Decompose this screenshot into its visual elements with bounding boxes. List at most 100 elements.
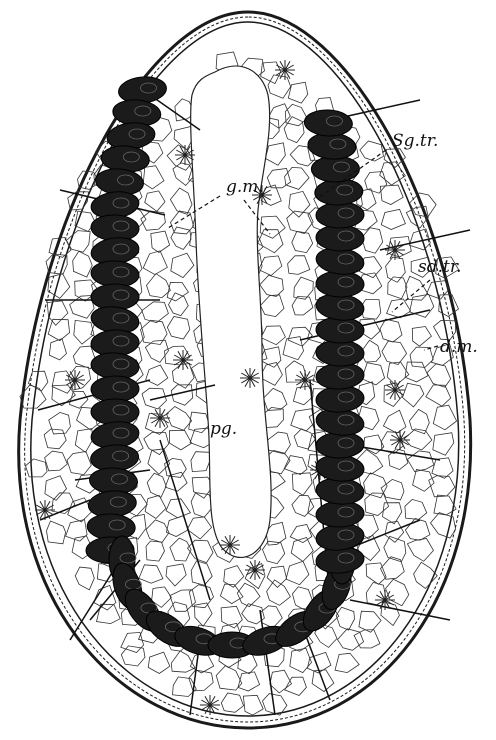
label-g-m-text: g.m. — [226, 177, 264, 197]
parenchyma-cell — [44, 429, 66, 449]
parenchyma-cell — [409, 409, 429, 433]
parenchyma-cell — [165, 472, 187, 491]
parenchyma-cell — [405, 362, 428, 382]
parenchyma-cell — [431, 513, 456, 538]
parenchyma-cell — [294, 277, 314, 299]
parenchyma-cell — [433, 405, 456, 430]
chamber — [316, 271, 364, 298]
parenchyma-cell — [336, 607, 354, 630]
parenchyma-cell — [359, 611, 381, 632]
label-d-m-text: d.m. — [440, 337, 478, 357]
parenchyma-cell — [171, 253, 194, 277]
parenchyma-cell — [292, 231, 313, 252]
parenchyma-cell — [261, 326, 285, 345]
parenchyma-cell — [171, 651, 195, 672]
parenchyma-cell — [145, 495, 166, 518]
paragaster-cavity — [191, 66, 271, 557]
parenchyma-cell — [412, 327, 431, 347]
parenchyma-cell — [260, 216, 285, 238]
parenchyma-cell — [360, 141, 384, 161]
parenchyma-cell — [146, 541, 165, 561]
parenchyma-cell — [432, 458, 453, 479]
parenchyma-cell — [243, 695, 263, 715]
parenchyma-cell — [169, 293, 189, 316]
parenchyma-cell — [173, 163, 195, 186]
parenchyma-cell — [270, 670, 292, 693]
parenchyma-cell — [267, 580, 291, 605]
parenchyma-cell — [381, 209, 405, 229]
parenchyma-cell — [220, 584, 243, 604]
parenchyma-cell — [433, 433, 454, 456]
parenchyma-cell — [284, 456, 307, 475]
parenchyma-cell — [291, 538, 313, 562]
parenchyma-cell — [260, 295, 284, 317]
parenchyma-cell — [146, 520, 169, 543]
parenchyma-cell — [405, 499, 427, 519]
spicule — [150, 385, 215, 400]
parenchyma-cell — [49, 412, 71, 434]
parenchyma-cell — [47, 521, 66, 544]
chamber — [91, 284, 139, 311]
parenchyma-cell — [49, 339, 66, 360]
parenchyma-cell — [142, 302, 169, 323]
parenchyma-cell — [143, 251, 167, 275]
parenchyma-cell — [288, 82, 308, 103]
parenchyma-cell — [139, 565, 163, 583]
parenchyma-cell — [292, 473, 312, 495]
parenchyma-cell — [427, 364, 451, 387]
parenchyma-cell — [413, 470, 435, 492]
parenchyma-cell — [292, 297, 313, 316]
parenchyma-cell — [169, 430, 191, 450]
parenchyma-cell — [263, 388, 287, 410]
parenchyma-cell — [287, 211, 314, 233]
parenchyma-cell — [148, 652, 170, 673]
chamber — [311, 156, 359, 182]
parenchyma-cell — [188, 540, 214, 562]
parenchyma-cell — [260, 275, 284, 296]
parenchyma-cell — [45, 451, 68, 471]
parenchyma-cell — [365, 172, 387, 194]
parenchyma-cell — [362, 228, 383, 254]
parenchyma-cell — [407, 451, 434, 472]
parenchyma-cell — [388, 237, 412, 258]
parenchyma-cell — [147, 473, 166, 497]
label-d-m: d.m. — [424, 337, 478, 357]
parenchyma-cell — [166, 499, 190, 518]
parenchyma-cell — [167, 317, 190, 340]
label-sg-tr-text: Sg.tr. — [392, 131, 438, 151]
parenchyma-cell — [75, 429, 92, 453]
parenchyma-cell — [388, 277, 407, 299]
parenchyma-cell — [381, 557, 405, 580]
parenchyma-cell — [75, 567, 94, 590]
parenchyma-cell — [354, 630, 380, 648]
parenchyma-cell — [267, 432, 291, 454]
parenchyma-cell — [267, 169, 290, 188]
parenchyma-cell — [170, 590, 196, 612]
parenchyma-cell — [151, 231, 170, 252]
parenchyma-cell — [404, 429, 432, 450]
parenchyma-cell — [407, 539, 433, 562]
parenchyma-cell — [145, 191, 165, 211]
parenchyma-cell — [362, 363, 385, 385]
chamber — [316, 201, 365, 228]
chamber — [304, 109, 353, 137]
parenchyma-cell — [383, 503, 402, 524]
parenchyma-cell — [292, 495, 314, 516]
parenchyma-cell — [268, 75, 291, 98]
parenchyma-cell — [267, 566, 287, 587]
parenchyma-cell — [383, 410, 406, 433]
parenchyma-cell — [167, 282, 188, 301]
parenchyma-cell — [386, 257, 406, 282]
parenchyma-cell — [285, 104, 307, 126]
parenchyma-cell — [405, 519, 430, 541]
parenchyma-cell — [221, 693, 243, 712]
parenchyma-cell — [284, 117, 304, 143]
parenchyma-cell — [26, 459, 48, 477]
parenchyma-cell — [170, 188, 192, 214]
parenchyma-cell — [335, 653, 359, 672]
parenchyma-cell — [286, 561, 309, 584]
parenchyma-cell — [195, 603, 213, 626]
chamber — [91, 376, 139, 403]
parenchyma-cell — [67, 452, 91, 475]
